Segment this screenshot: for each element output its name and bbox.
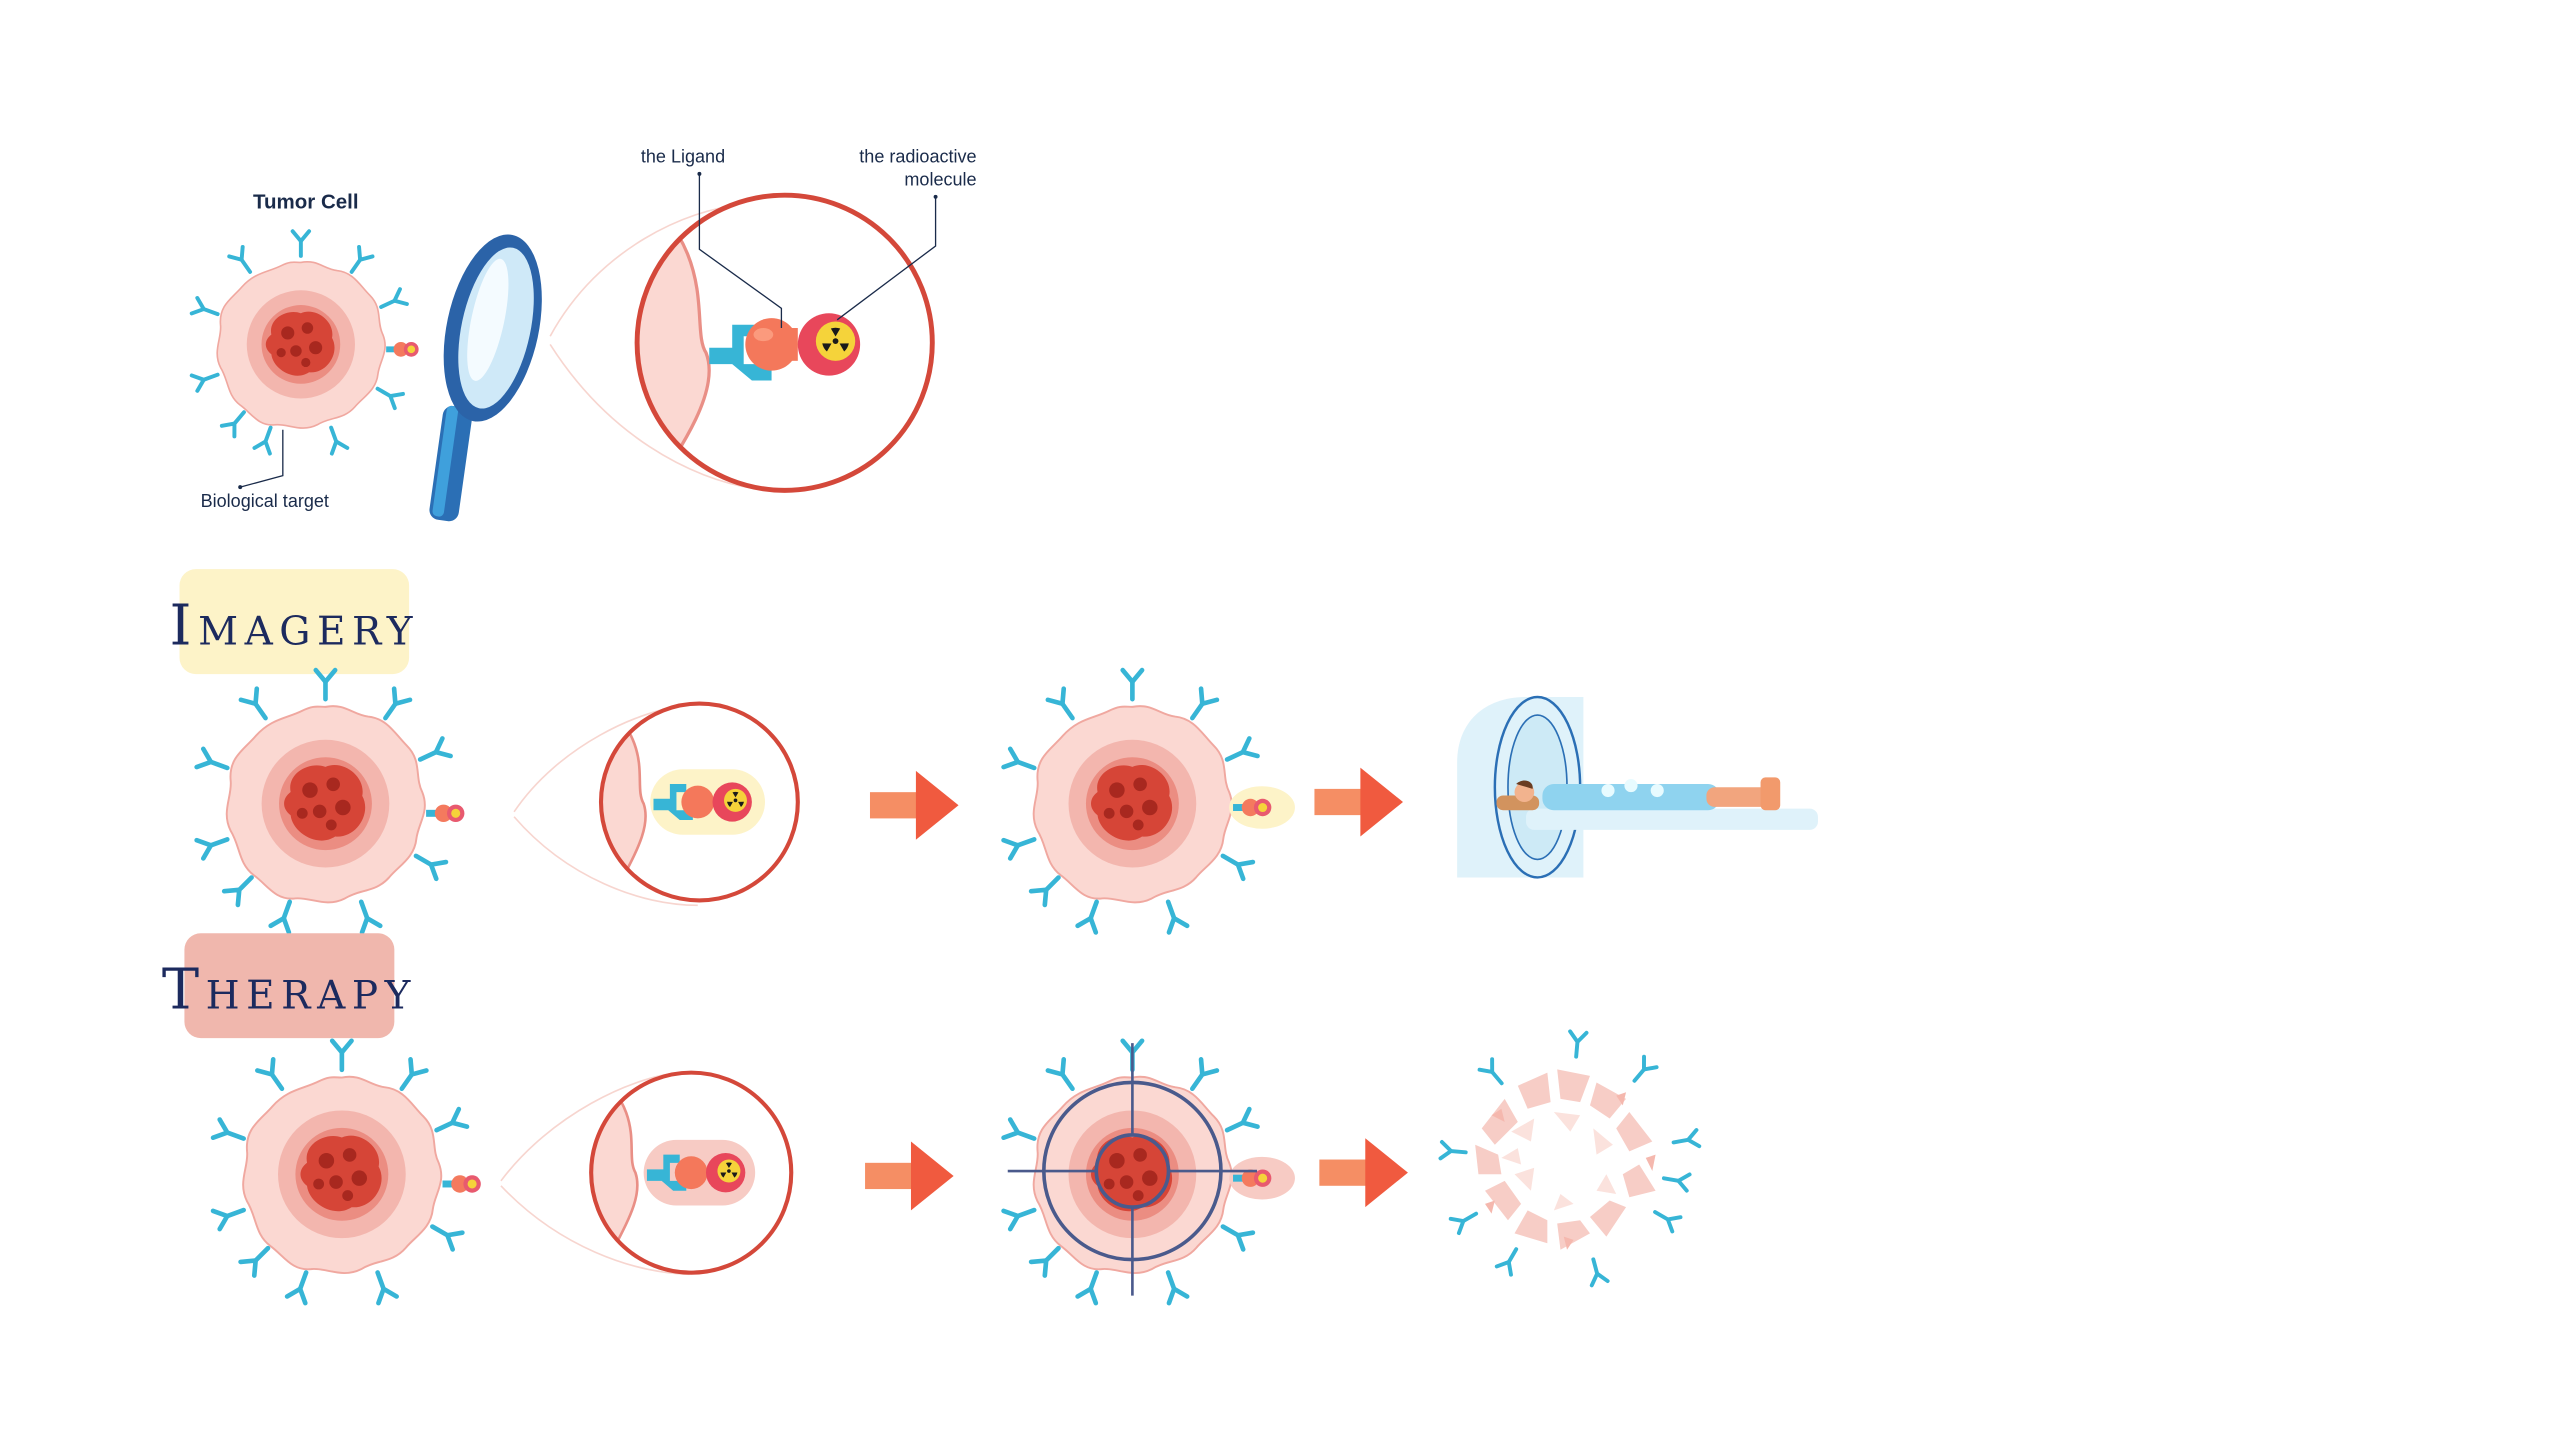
ligand-zoom-circle (634, 192, 935, 493)
tumor-cell-label: Tumor Cell (253, 190, 359, 213)
magnifier-icon (429, 234, 542, 522)
biological-target-leader (240, 429, 284, 488)
radioactive-leader (836, 196, 937, 321)
radioactive-label-line1: the radioactive (859, 146, 976, 166)
therapy-tumor-cell (213, 1041, 481, 1303)
ligand-label: the Ligand (641, 146, 725, 166)
biological-target-label: Biological target (201, 491, 329, 511)
therapy-title: Therapy (162, 958, 417, 1023)
ligand-leader (698, 173, 783, 329)
therapy-targeted-cell (1004, 1041, 1295, 1303)
imagery-arrow-2 (1314, 767, 1404, 837)
therapy-arrow-1 (865, 1141, 954, 1211)
therapy-arrow-2 (1319, 1138, 1408, 1208)
radioactive-label-line2: molecule (904, 169, 976, 189)
imagery-title: Imagery (170, 594, 420, 659)
imagery-tumor-cell-tagged (1004, 670, 1295, 932)
therapy-badge (184, 933, 395, 1039)
imagery-zoom-circle (598, 701, 800, 903)
imagery-tumor-cell (197, 670, 465, 932)
crosshair-icon (1007, 1043, 1258, 1296)
imagery-arrow-1 (869, 770, 959, 840)
destroyed-cell-icon (1438, 1029, 1702, 1288)
top-tumor-cell (189, 229, 419, 456)
pet-scanner-icon (1457, 695, 1818, 879)
imagery-badge (179, 569, 410, 675)
